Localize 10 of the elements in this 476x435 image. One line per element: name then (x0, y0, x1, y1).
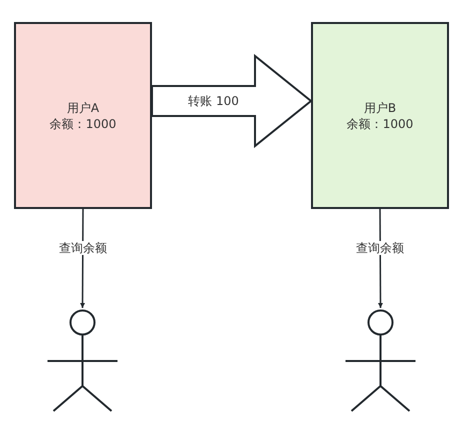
box-text: 用户B (364, 100, 396, 116)
edge-label: 查询余额 (58, 241, 108, 255)
block-arrow (151, 54, 313, 148)
box-text: 用户A (66, 100, 100, 116)
account-box (14, 22, 152, 209)
edge-label: 转账 100 (187, 94, 240, 108)
account-box (311, 22, 449, 209)
box-text: 余额：1000 (50, 116, 116, 132)
box-text: 余额：1000 (346, 116, 414, 132)
edge-label: 查询余额 (355, 241, 405, 255)
